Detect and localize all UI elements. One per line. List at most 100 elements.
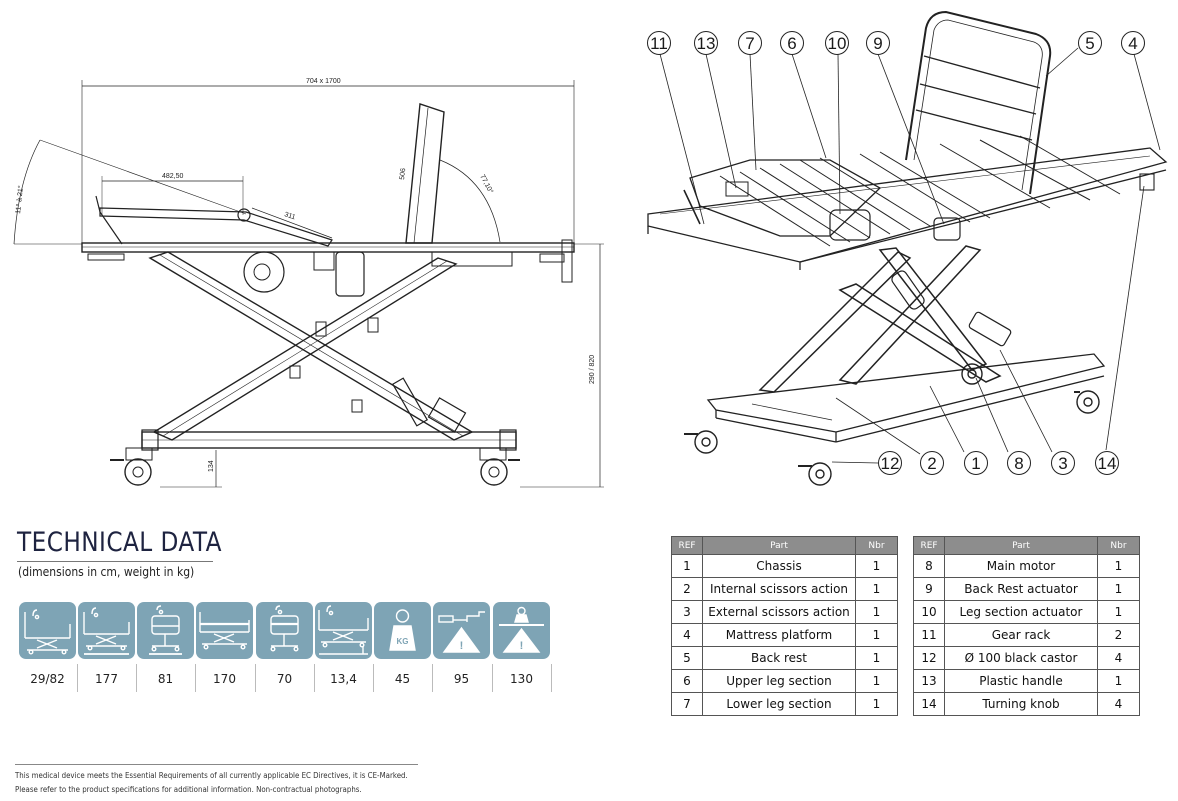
part-name: Upper leg section (702, 669, 856, 693)
part-count: 1 (855, 577, 898, 601)
part-name: Main motor (944, 554, 1098, 578)
part-name: Back rest (702, 646, 856, 670)
part-ref: 10 (913, 600, 945, 624)
callout-9: 9 (866, 31, 890, 55)
bed-length-icon (78, 602, 135, 659)
part-ref: 8 (913, 554, 945, 578)
spec-divider (255, 664, 256, 692)
part-name: Lower leg section (702, 692, 856, 716)
part-count: 4 (1097, 646, 1140, 670)
ground-clearance-label: 134 (208, 460, 215, 472)
spec-divider (551, 664, 552, 692)
part-ref: 12 (913, 646, 945, 670)
part-ref: 9 (913, 577, 945, 601)
header-ref: REF (671, 536, 703, 555)
technical-data-title: TECHNICAL DATA (17, 527, 223, 558)
part-count: 1 (1097, 600, 1140, 624)
part-name: Back Rest actuator (944, 577, 1098, 601)
svg-text:1: 1 (971, 454, 980, 473)
callout-8: 8 (1007, 451, 1031, 475)
callout-13: 13 (694, 31, 718, 55)
height-range-label: 290 / 820 (589, 355, 596, 384)
sleeping-surface-width-icon (256, 602, 313, 659)
svg-text:3: 3 (1058, 454, 1067, 473)
part-count: 1 (855, 646, 898, 670)
callout-1: 1 (964, 451, 988, 475)
svg-text:4: 4 (1128, 34, 1137, 53)
part-count: 1 (855, 669, 898, 693)
side-view-drawing: 704 x 1700 482,50 311 506 77,10° 11° à 2… (13, 78, 604, 488)
spec-divider (136, 664, 137, 692)
svg-text:8: 8 (1014, 454, 1023, 473)
callout-12: 12 (878, 451, 902, 475)
header-nbr: Nbr (1097, 536, 1140, 555)
footer-ce-statement: This medical device meets the Essential … (15, 770, 408, 780)
part-ref: 2 (671, 577, 703, 601)
spec-divider (314, 664, 315, 692)
svg-text:12: 12 (881, 454, 900, 473)
callout-3: 3 (1051, 451, 1075, 475)
spec-value-bed-length: 177 (95, 672, 118, 686)
backrest-height-label: 506 (399, 168, 407, 180)
svg-text:!: ! (520, 640, 524, 652)
spec-value-clearance: 13,4 (330, 672, 357, 686)
svg-text:KG: KG (397, 637, 409, 646)
part-name: Gear rack (944, 623, 1098, 647)
spec-divider (77, 664, 78, 692)
part-count: 1 (855, 554, 898, 578)
header-part: Part (944, 536, 1098, 555)
max-mattress-load-icon: ! (433, 602, 490, 659)
part-ref: 5 (671, 646, 703, 670)
part-name: Chassis (702, 554, 856, 578)
part-name: Leg section actuator (944, 600, 1098, 624)
part-ref: 3 (671, 600, 703, 624)
part-ref: 11 (913, 623, 945, 647)
callout-11: 11 (647, 31, 671, 55)
part-ref: 13 (913, 669, 945, 693)
part-ref: 4 (671, 623, 703, 647)
callout-7: 7 (738, 31, 762, 55)
spec-value-mattress-load: 95 (453, 672, 470, 686)
spec-divider (492, 664, 493, 692)
callout-2: 2 (920, 451, 944, 475)
spec-value-surface-width: 70 (276, 672, 293, 686)
header-part: Part (702, 536, 856, 555)
svg-text:2: 2 (927, 454, 936, 473)
overall-dim-label: 704 x 1700 (306, 78, 341, 85)
sleeping-surface-length-icon (196, 602, 253, 659)
callout-5: 5 (1078, 31, 1102, 55)
table-header-row: REF Part Nbr (671, 536, 898, 555)
spec-value-bed-width: 81 (157, 672, 174, 686)
part-count: 1 (855, 623, 898, 647)
svg-text:5: 5 (1085, 34, 1094, 53)
part-ref: 7 (671, 692, 703, 716)
leg-length-label: 311 (283, 211, 296, 221)
part-ref: 14 (913, 692, 945, 716)
callout-6: 6 (780, 31, 804, 55)
part-count: 1 (1097, 669, 1140, 693)
part-name: Internal scissors action (702, 577, 856, 601)
part-count: 1 (1097, 577, 1140, 601)
spec-divider (432, 664, 433, 692)
svg-text:13: 13 (697, 34, 716, 53)
spec-divider (373, 664, 374, 692)
safe-working-load-icon: ! (493, 602, 550, 659)
spec-value-bed-height: 29/82 (30, 672, 65, 686)
part-name: Ø 100 black castor (944, 646, 1098, 670)
svg-text:7: 7 (745, 34, 754, 53)
technical-data-subtitle: (dimensions in cm, weight in kg) (18, 565, 195, 579)
